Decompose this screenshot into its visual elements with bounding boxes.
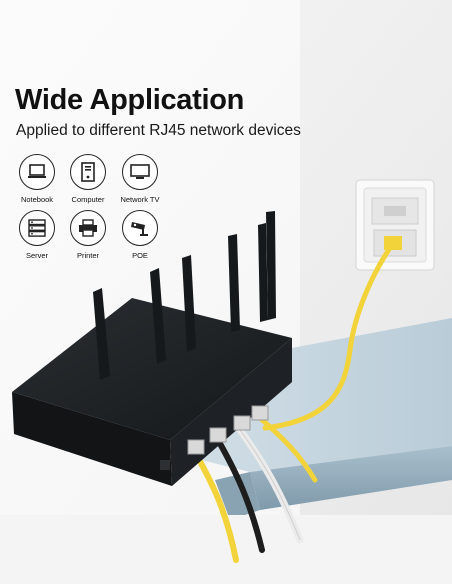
page-title: Wide Application: [15, 84, 245, 116]
cable-yellow-wall: [262, 245, 393, 431]
cable-black: [215, 437, 265, 553]
device-label: Notebook: [20, 195, 54, 204]
device-notebook: Notebook: [11, 154, 63, 204]
network-tv-icon: [130, 164, 150, 179]
table-edge: [250, 446, 452, 510]
notebook-icon: [28, 164, 46, 178]
device-label: Printer: [76, 251, 100, 260]
device-poe: POE: [114, 210, 166, 260]
device-label: POE: [132, 251, 148, 260]
computer-icon: [81, 162, 95, 182]
device-network-tv: Network TV: [114, 154, 166, 204]
wall-plate: [355, 179, 435, 271]
device-server: Server: [11, 210, 63, 260]
device-label: Computer: [71, 195, 105, 204]
device-label: Server: [25, 251, 49, 260]
page-subtitle: Applied to different RJ45 network device…: [16, 122, 301, 139]
cable-yellow-right: [257, 415, 318, 483]
server-icon: [28, 219, 46, 237]
router: [12, 211, 292, 486]
device-printer: Printer: [62, 210, 114, 260]
printer-icon: [79, 219, 97, 237]
device-computer: Computer: [62, 154, 114, 204]
poe-camera-icon: [131, 222, 148, 236]
device-label: Network TV: [120, 195, 160, 204]
